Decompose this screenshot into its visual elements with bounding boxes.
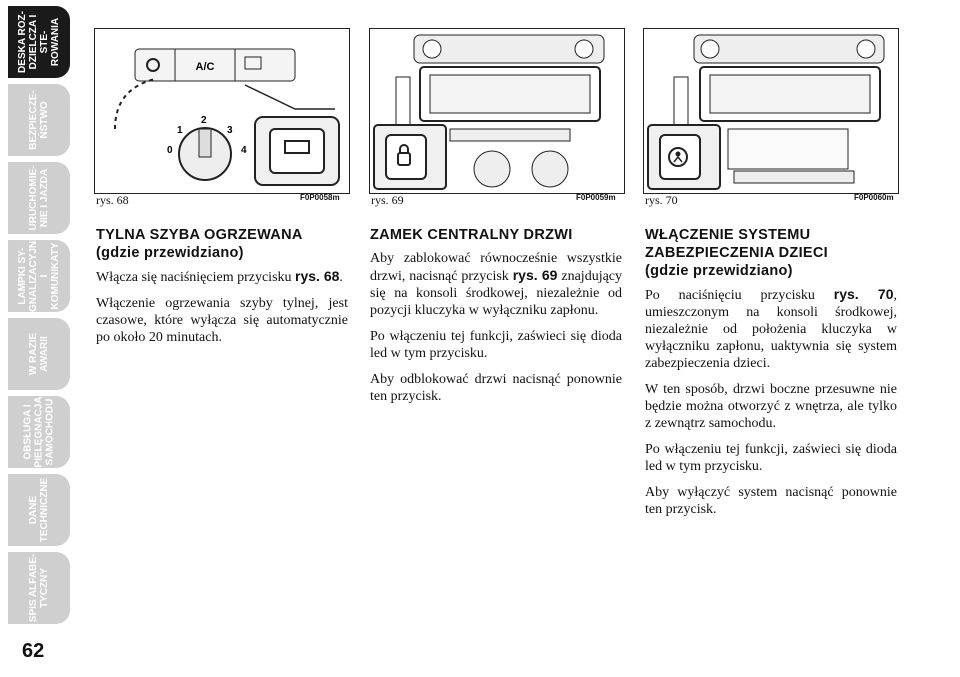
tab-spis-alfabetyczny[interactable]: SPIS ALFABE- TYCZNY [8, 552, 70, 624]
caption-rys-68: rys. 68 [96, 193, 129, 207]
paragraph: Aby zablokować równocześnie wszystkie dr… [370, 251, 623, 318]
tab-label: SPIS ALFABE- TYCZNY [28, 553, 50, 623]
figure-code: F0P0059m [576, 193, 616, 202]
paragraph: Aby odblokować drzwi nacisnąć ponownie t… [370, 372, 622, 404]
central-lock-illustration [373, 34, 605, 190]
tab-uruchomienie[interactable]: URUCHOMIE- NIE I JAZDA [8, 162, 70, 234]
paragraph: Po włączeniu tej funkcji, zaświeci się d… [645, 442, 897, 474]
figure-code: F0P0058m [300, 193, 340, 202]
ac-panel-illustration: A/C 0 1 2 3 4 [114, 48, 340, 186]
tab-obsluga[interactable]: OBSŁUGA I PIELĘGNACJA SAMOCHODU [8, 396, 70, 468]
caption-rys-70: rys. 70 [645, 193, 678, 207]
svg-text:3: 3 [227, 125, 233, 136]
tab-label: DANE TECHNICZNE [28, 477, 50, 543]
tab-dane-techniczne[interactable]: DANE TECHNICZNE [8, 474, 70, 546]
svg-text:0: 0 [167, 145, 173, 156]
child-lock-illustration [647, 34, 885, 190]
tab-label: W RAZIE AWARII [28, 332, 50, 376]
tab-label: BEZPIECZE- ŃSTWO [28, 90, 50, 150]
section-zabezpieczenie-dzieci: WŁĄCZENIE SYSTEMU ZABEZPIECZENIA DZIECI(… [645, 226, 897, 527]
figure-70 [643, 28, 899, 194]
page-number: 62 [22, 640, 45, 662]
chapter-tabs: DESKA ROZ- DZIELCZA I STE- ROWANIA BEZPI… [0, 0, 82, 640]
section-title: ZAMEK CENTRALNY DRZWI [370, 227, 573, 243]
tab-w-razie-awarii[interactable]: W RAZIE AWARII [8, 318, 70, 390]
ac-label: A/C [196, 61, 215, 73]
svg-text:2: 2 [201, 115, 207, 126]
paragraph: Włączenie ogrzewania szyby tylnej, jest … [96, 296, 348, 345]
section-title: WŁĄCZENIE SYSTEMU ZABEZPIECZENIA DZIECI(… [645, 227, 828, 279]
tab-label: URUCHOMIE- NIE I JAZDA [28, 165, 50, 231]
paragraph: Włącza się naciśnięciem przycisku rys. 6… [96, 268, 343, 285]
section-zamek-centralny: ZAMEK CENTRALNY DRZWI Aby zablokować rów… [370, 226, 622, 414]
section-tylna-szyba: TYLNA SZYBA OGRZEWANA(gdzie przewidziano… [96, 226, 348, 355]
tab-label: LAMPKI SY- GNALIZACYJNE I KOMUNIKATY [17, 234, 61, 312]
svg-text:4: 4 [241, 145, 247, 156]
svg-text:1: 1 [177, 125, 183, 136]
figure-69 [369, 28, 625, 194]
paragraph: Po naciśnięciu przycisku rys. 70, umiesz… [645, 286, 897, 371]
tab-bezpieczenstwo[interactable]: BEZPIECZE- ŃSTWO [8, 84, 70, 156]
figure-68: A/C 0 1 2 3 4 [94, 28, 350, 194]
tab-label: OBSŁUGA I PIELĘGNACJA SAMOCHODU [22, 396, 56, 468]
paragraph: W ten sposób, drzwi boczne przesuwne nie… [645, 382, 897, 431]
caption-rys-69: rys. 69 [371, 193, 404, 207]
tab-lampki[interactable]: LAMPKI SY- GNALIZACYJNE I KOMUNIKATY [8, 234, 70, 312]
figure-code: F0P0060m [854, 193, 894, 202]
tab-deska-rozdzielcza[interactable]: DESKA ROZ- DZIELCZA I STE- ROWANIA [8, 6, 70, 78]
paragraph: Po włączeniu tej funkcji, zaświeci się d… [370, 329, 622, 361]
tab-label: DESKA ROZ- DZIELCZA I STE- ROWANIA [17, 11, 61, 73]
paragraph: Aby wyłączyć system nacisnąć ponownie te… [645, 485, 897, 517]
section-title: TYLNA SZYBA OGRZEWANA(gdzie przewidziano… [96, 227, 303, 261]
